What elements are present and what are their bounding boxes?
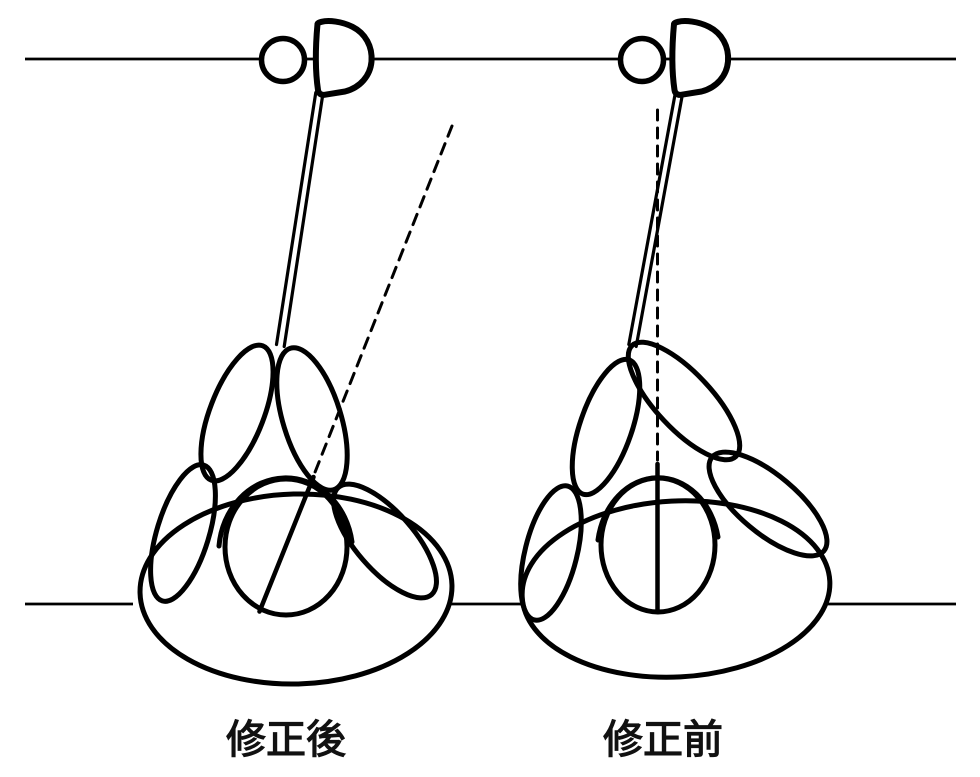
finger-right xyxy=(706,449,830,559)
grip-hands-cluster xyxy=(137,342,455,687)
finger-upper-left xyxy=(198,342,276,484)
putter-head xyxy=(669,18,732,98)
grip-hands-cluster xyxy=(518,339,833,680)
shaft-angle-dashed-reference-line xyxy=(312,124,454,478)
grip-axis-line-tilted xyxy=(257,474,316,614)
panel-after-correction xyxy=(137,18,455,687)
putter-head xyxy=(312,18,375,98)
finger-lower-left xyxy=(518,483,584,623)
panel-before-correction xyxy=(518,18,833,680)
putter-shaft xyxy=(627,90,685,349)
shaft-right-edge xyxy=(282,92,325,349)
golf-ball xyxy=(617,35,667,85)
putter-shaft xyxy=(274,90,325,349)
shaft-left-edge xyxy=(274,90,318,347)
thumb-dome-arc xyxy=(216,475,355,549)
finger-right xyxy=(331,481,439,601)
caption-after-correction: 修正後 xyxy=(226,718,347,762)
hands-base-mound xyxy=(137,491,455,687)
shaft-left-edge xyxy=(627,90,678,347)
finger-lower-left xyxy=(148,462,218,604)
caption-before-correction: 修正前 xyxy=(603,718,723,762)
golf-ball xyxy=(258,35,308,85)
shaft-right-edge xyxy=(634,92,685,349)
finger-upper-right xyxy=(625,339,743,463)
